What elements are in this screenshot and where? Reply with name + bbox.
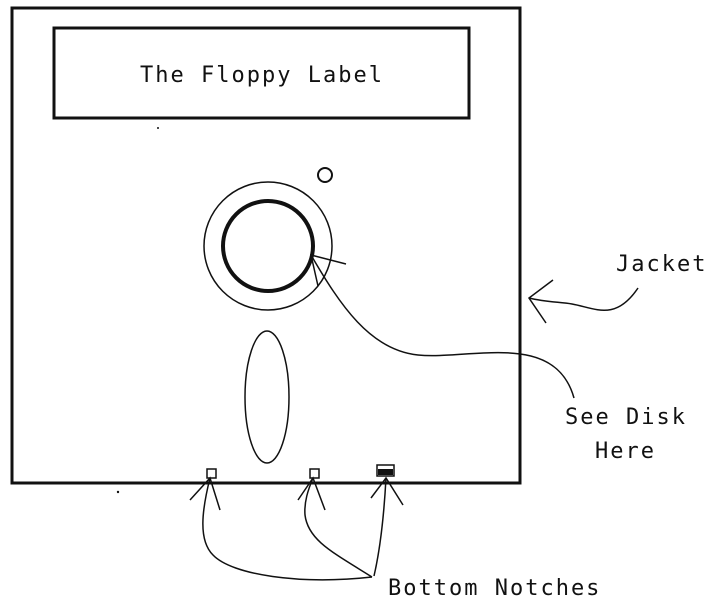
stray-dot (157, 127, 159, 129)
jacket-arrow-line (528, 287, 639, 311)
jacket-outline (10, 6, 522, 485)
see-disk-label-line2: Here (595, 439, 656, 464)
floppy-label-text: The Floppy Label (140, 63, 384, 88)
read-write-slot (244, 330, 290, 464)
notch-arrow-line-3 (373, 477, 387, 577)
index-hole (317, 167, 333, 183)
bottom-notch-2 (309, 468, 320, 479)
stray-dot (116, 490, 120, 494)
notch-arrow-line-2 (304, 477, 373, 578)
hub-center-hole (221, 199, 315, 293)
notch-arrow-head-3 (370, 476, 404, 506)
hub-outer-ring (203, 181, 333, 311)
disk-arrow-head (309, 253, 347, 287)
bottom-notch-3-fill (378, 469, 393, 475)
bottom-notches-label: Bottom Notches (388, 576, 601, 601)
see-disk-label-line1: See Disk (565, 405, 687, 430)
jacket-label: Jacket (616, 252, 707, 277)
bottom-notch-1 (206, 468, 217, 479)
floppy-label-box (52, 26, 471, 120)
disk-arrow-line (310, 254, 575, 399)
jacket-arrow-head (527, 279, 554, 324)
notch-arrow-head-1 (189, 476, 221, 511)
notch-arrow-line-1 (202, 477, 373, 581)
notch-arrow-head-2 (297, 476, 326, 511)
